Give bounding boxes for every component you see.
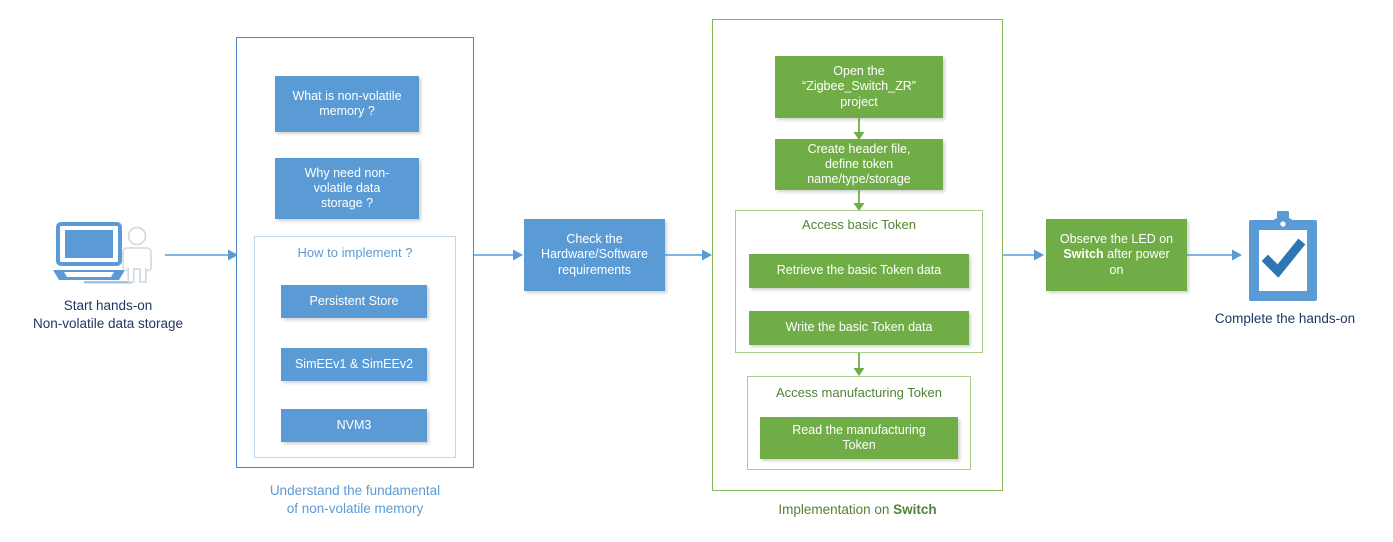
fundamentals-caption-line2: of non-volatile memory: [286, 501, 424, 517]
box-why-need-nvm[interactable]: Why need non- volatile data storage ?: [275, 158, 419, 219]
laptop-user-icon: [53, 222, 152, 284]
retrieve-basic-token-label: Retrieve the basic Token data: [776, 263, 942, 278]
fundamentals-caption-line1: Understand the fundamental: [269, 483, 441, 498]
observe-led-line2-rest: after power: [1103, 247, 1170, 262]
start-node-icon: [52, 218, 162, 288]
box-what-is-nvm-line1: What is non-volatile: [292, 88, 402, 103]
arrow-start-to-fundamentals: [165, 245, 243, 265]
box-read-manufacturing-token[interactable]: Read the manufacturing Token: [760, 417, 958, 459]
observe-led-line1: Observe the LED on: [1059, 232, 1174, 247]
box-what-is-nvm-line2: memory ?: [319, 104, 375, 118]
check-requirements-line2: Hardware/Software: [541, 247, 648, 262]
arrow-open-to-create-header: [849, 118, 869, 140]
arrow-create-header-to-basic-token: [849, 190, 869, 212]
box-observe-led[interactable]: Observe the LED on Switch after power on: [1046, 219, 1187, 291]
observe-led-line2: Switch after power: [1060, 247, 1173, 262]
arrow-check-to-implementation: [665, 245, 721, 265]
check-requirements-line1: Check the: [566, 232, 623, 247]
write-basic-token-label: Write the basic Token data: [785, 320, 933, 335]
box-what-is-nvm[interactable]: What is non-volatile memory ?: [275, 76, 419, 132]
box-why-need-nvm-line3: storage ?: [320, 196, 374, 211]
start-caption-line2: Non-volatile data storage: [32, 316, 184, 332]
implementation-caption-prefix: Implementation on: [778, 502, 894, 517]
create-header-line3: name/type/storage: [807, 172, 911, 187]
arrow-fundamentals-to-check: [474, 245, 530, 265]
fundamentals-group-caption: Understand the fundamental of non-volati…: [230, 482, 480, 518]
read-manufacturing-token-line2: Token: [842, 438, 876, 452]
box-simeev1-simeev2-label: SimEEv1 & SimEEv2: [294, 356, 414, 371]
open-project-line1: Open the: [833, 64, 885, 79]
arrow-observe-to-complete: [1187, 245, 1251, 265]
box-open-project[interactable]: Open the “Zigbee_Switch_ZR” project: [775, 56, 943, 118]
arrow-implementation-to-observe: [1003, 245, 1053, 265]
box-persistent-store[interactable]: Persistent Store: [281, 285, 427, 318]
implementation-group-caption: Implementation on Switch: [712, 501, 1003, 519]
box-nvm3[interactable]: NVM3: [281, 409, 427, 442]
implementation-caption-bold: Switch: [893, 502, 937, 517]
arrow-basic-to-manufacturing-token: [849, 353, 869, 377]
complete-node-icon: [1246, 211, 1320, 303]
box-why-need-nvm-line1: Why need non-: [304, 165, 390, 180]
box-write-basic-token[interactable]: Write the basic Token data: [749, 311, 969, 345]
create-header-line1: Create header file,: [807, 141, 911, 156]
complete-node-caption: Complete the hands-on: [1214, 311, 1356, 326]
observe-led-bold: Switch: [1063, 247, 1104, 262]
create-header-line2: define token: [824, 156, 894, 171]
box-create-header-file[interactable]: Create header file, define token name/ty…: [775, 139, 943, 190]
check-requirements-line3: requirements: [558, 262, 631, 277]
box-retrieve-basic-token[interactable]: Retrieve the basic Token data: [749, 254, 969, 288]
access-basic-token-label: Access basic Token: [802, 217, 916, 232]
access-manufacturing-token-label: Access manufacturing Token: [776, 385, 942, 400]
start-caption-line1: Start hands-on: [63, 298, 153, 313]
box-persistent-store-label: Persistent Store: [309, 293, 399, 308]
read-manufacturing-token-line1: Read the manufacturing: [792, 422, 926, 437]
how-to-implement-label: How to implement ?: [297, 245, 413, 260]
box-check-requirements[interactable]: Check the Hardware/Software requirements: [524, 219, 665, 291]
open-project-line3: project: [840, 94, 878, 109]
start-node-caption: Start hands-on Non-volatile data storage: [8, 297, 208, 333]
open-project-line2: “Zigbee_Switch_ZR”: [802, 79, 916, 94]
clipboard-check-icon: [1249, 211, 1317, 301]
box-why-need-nvm-line2: volatile data: [313, 180, 381, 195]
box-simeev1-simeev2[interactable]: SimEEv1 & SimEEv2: [281, 348, 427, 381]
observe-led-line3: on: [1109, 262, 1124, 277]
box-nvm3-label: NVM3: [336, 417, 372, 432]
